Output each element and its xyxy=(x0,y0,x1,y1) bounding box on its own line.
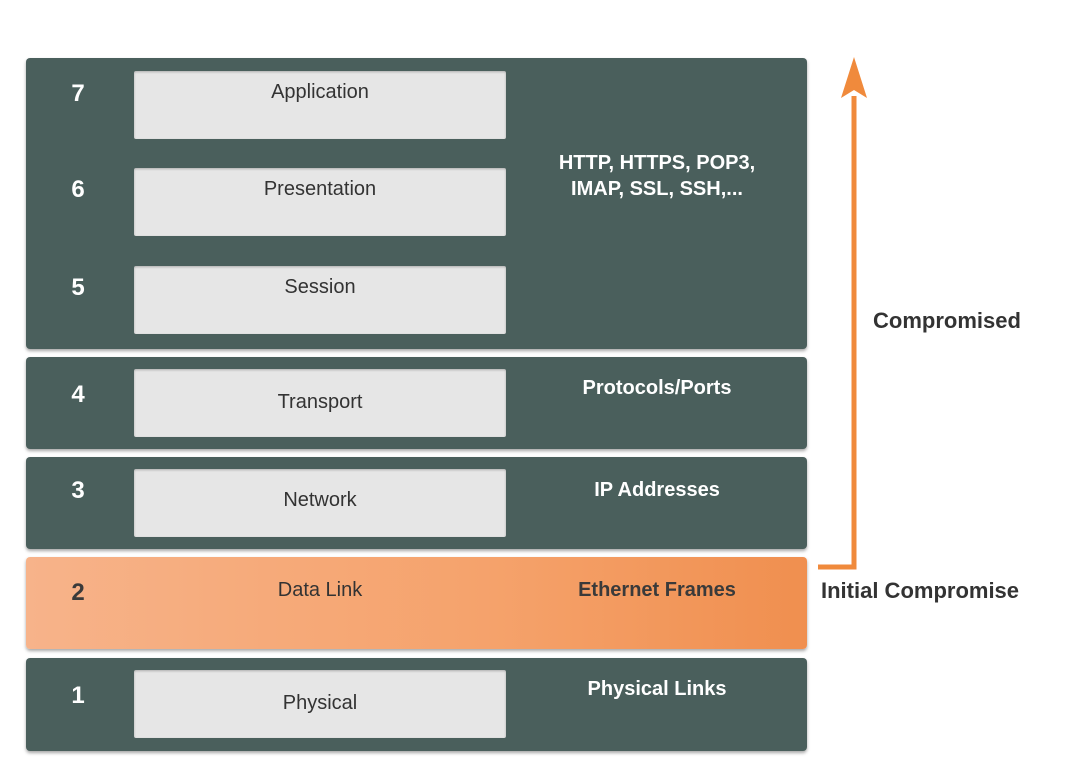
layer-label-session: Session xyxy=(284,276,356,298)
layer-box-session: Session xyxy=(134,266,506,334)
upper-layers-block: 7 Application 6 Presentation 5 Session H… xyxy=(26,58,807,349)
layer-box-physical: Physical xyxy=(134,670,506,738)
network-protocols-label: IP Addresses xyxy=(594,479,720,501)
layer-box-network: Network xyxy=(134,469,506,537)
layer-label-datalink: Data Link xyxy=(277,579,363,601)
datalink-protocols-label: Ethernet Frames xyxy=(578,579,736,601)
upper-protocols-line-2: IMAP, SSL, SSH,... xyxy=(571,178,743,200)
layer-label-physical: Physical xyxy=(282,692,358,714)
layer-number-3: 3 xyxy=(71,477,85,504)
layer-label-network: Network xyxy=(283,489,357,511)
transport-layer-block: 4 Transport Protocols/Ports xyxy=(26,357,807,449)
datalink-layer-block: 2 Data Link Ethernet Frames xyxy=(26,557,807,649)
layer-box-application: Application xyxy=(134,71,506,139)
layer-box-presentation: Presentation xyxy=(134,168,506,236)
arrow-shaft xyxy=(818,96,857,570)
layer-label-transport: Transport xyxy=(277,391,363,413)
layer-box-transport: Transport xyxy=(134,369,506,437)
network-layer-block: 3 Network IP Addresses xyxy=(26,457,807,549)
layer-number-5: 5 xyxy=(71,274,85,301)
physical-layer-block: 1 Physical Physical Links xyxy=(26,658,807,751)
layer-number-2: 2 xyxy=(71,579,85,606)
layer-label-presentation: Presentation xyxy=(263,178,377,200)
arrow-head xyxy=(841,57,867,98)
layer-number-6: 6 xyxy=(71,176,85,203)
upper-protocols-label: HTTP, HTTPS, POP3, IMAP, SSL, SSH,... xyxy=(526,150,788,202)
compromised-label: Compromised xyxy=(873,308,1021,333)
transport-protocols-label: Protocols/Ports xyxy=(582,377,732,399)
layer-number-4: 4 xyxy=(71,381,85,408)
physical-protocols-label: Physical Links xyxy=(587,678,727,700)
layer-number-7: 7 xyxy=(71,80,85,107)
initial-compromise-label: Initial Compromise xyxy=(821,578,1020,603)
layer-label-application: Application xyxy=(271,81,369,103)
layer-number-1: 1 xyxy=(71,682,85,709)
upper-protocols-line-1: HTTP, HTTPS, POP3, xyxy=(558,152,756,174)
